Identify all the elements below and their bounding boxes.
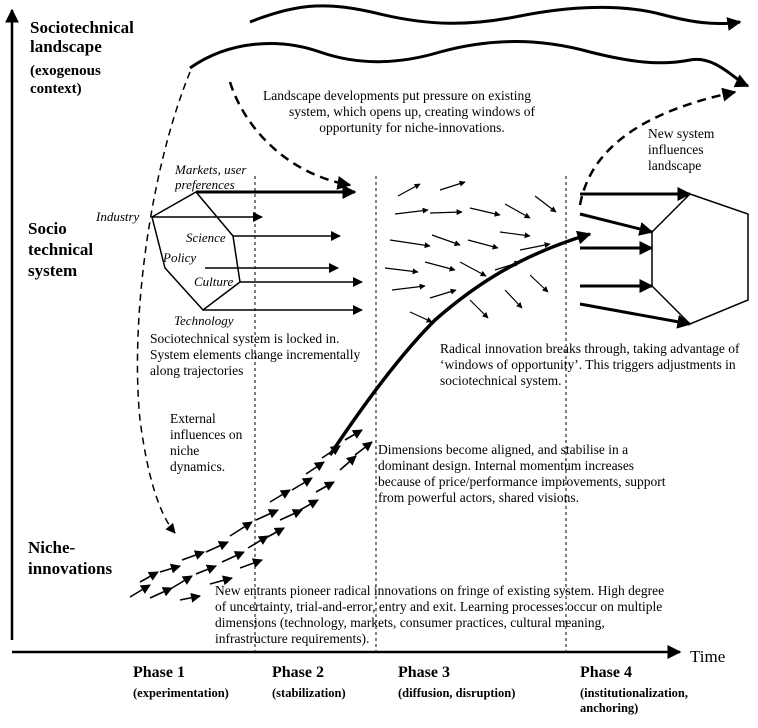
landscape-wave-arrow-top xyxy=(249,4,742,31)
phase-1-sublabel: (experimentation) xyxy=(133,686,229,700)
dimension-policy: Policy xyxy=(163,250,197,265)
disruption-arrows xyxy=(384,180,557,323)
phase-4-label: Phase 4 xyxy=(580,664,632,681)
note-aligned: Dimensions become aligned, and stabilise… xyxy=(378,442,666,505)
niche-level-label: Niche-innovations xyxy=(28,538,113,578)
phase-3-label: Phase 3 xyxy=(398,664,450,681)
niche-arrows xyxy=(129,429,373,603)
phase-4-sublabel: (institutionalization, anchoring) xyxy=(580,686,688,715)
note-new-system: New system influences landscape xyxy=(648,126,715,173)
new-system-landscape-arrow xyxy=(578,87,737,206)
landscape-pressure-arrow xyxy=(228,81,352,190)
regime-trajectory-arrows-right xyxy=(579,187,692,329)
dimension-culture: Culture xyxy=(194,274,234,289)
note-breakthrough: Radical innovation breaks through, takin… xyxy=(440,341,740,388)
phase-2-label: Phase 2 xyxy=(272,664,324,681)
system-level-label: Socio technical system xyxy=(28,219,94,280)
regime-trajectory-arrows-left xyxy=(152,185,363,315)
time-axis-label: Time xyxy=(690,647,726,666)
dimension-markets: Markets, user preferences xyxy=(175,162,247,192)
phase-2-sublabel: (stabilization) xyxy=(272,686,346,700)
dimension-technology: Technology xyxy=(174,313,234,328)
phase-3-sublabel: (diffusion, disruption) xyxy=(398,686,516,700)
landscape-level-sublabel: (exogenous context) xyxy=(30,63,101,97)
landscape-wave-arrow-bottom xyxy=(189,40,750,88)
dimension-science: Science xyxy=(186,230,226,245)
breakthrough-curve xyxy=(328,230,592,456)
phase-1-label: Phase 1 xyxy=(133,664,185,681)
note-locked-in: Sociotechnical system is locked in. Syst… xyxy=(150,331,361,378)
new-trajectory-5 xyxy=(579,302,692,329)
note-landscape-pressure: Landscape developments put pressure on e… xyxy=(262,88,535,135)
external-influence-arrow xyxy=(136,71,191,534)
note-external-influences: External influences on niche dynamics. xyxy=(170,411,243,474)
landscape-level-label: Sociotechnical landscape xyxy=(30,18,134,56)
new-trajectory-2 xyxy=(579,212,654,236)
note-niche-entrants: New entrants pioneer radical innovations… xyxy=(215,583,665,646)
regime-hexagon-right xyxy=(651,193,749,325)
dimension-industry: Industry xyxy=(96,209,140,224)
